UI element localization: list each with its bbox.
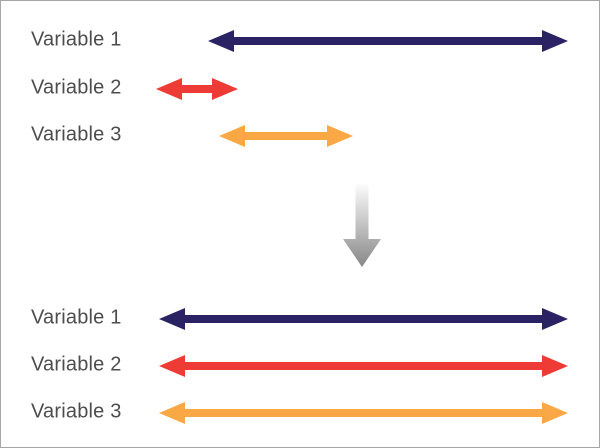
range-arrow <box>219 125 353 147</box>
range-arrow <box>156 78 238 100</box>
variable-label: Variable 3 <box>31 400 122 423</box>
variable-label: Variable 1 <box>31 28 122 51</box>
variable-label: Variable 2 <box>31 76 122 99</box>
range-arrow <box>208 30 568 52</box>
variable-label: Variable 2 <box>31 353 122 376</box>
range-arrow <box>159 308 568 330</box>
variable-label: Variable 3 <box>31 123 122 146</box>
range-arrow <box>159 402 568 424</box>
transform-down-arrow-icon <box>343 184 381 267</box>
range-arrow <box>159 355 568 377</box>
variable-label: Variable 1 <box>31 306 122 329</box>
